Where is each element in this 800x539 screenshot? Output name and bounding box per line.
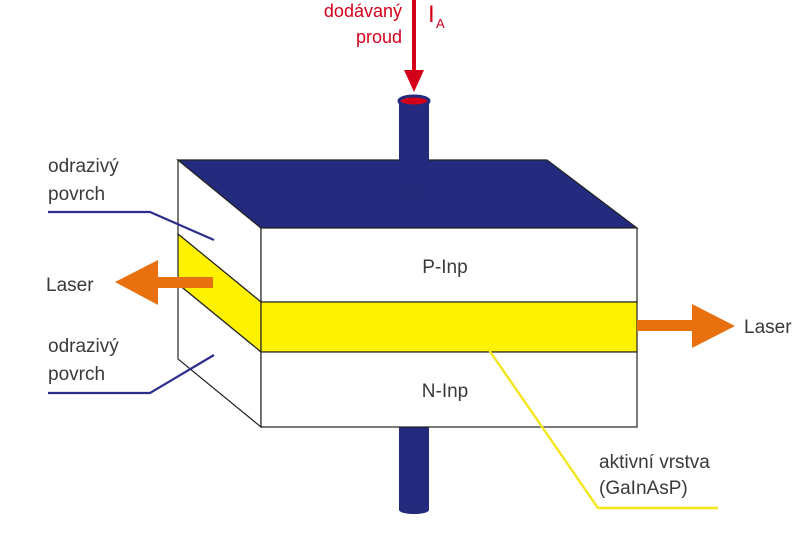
mirror-top-leader bbox=[48, 210, 215, 242]
current-symbol: I bbox=[428, 1, 435, 28]
block-side-face bbox=[177, 158, 262, 429]
laser-arrow-left bbox=[115, 260, 213, 305]
p-layer-label: P-Inp bbox=[422, 257, 467, 278]
laser-left-label: Laser bbox=[46, 275, 94, 296]
top-electrode bbox=[397, 94, 431, 195]
active-layer bbox=[260, 301, 638, 353]
mirror-bottom-label-line1: odrazivý bbox=[48, 336, 119, 357]
laser-arrow-right bbox=[637, 304, 735, 348]
current-arrow bbox=[404, 0, 424, 92]
mirror-bottom-label-line2: povrch bbox=[48, 364, 105, 385]
mirror-top-label-line1: odrazivý bbox=[48, 156, 119, 177]
active-layer-label-line2: (GaInAsP) bbox=[599, 478, 688, 499]
n-layer-label: N-Inp bbox=[422, 381, 468, 402]
block-front-face bbox=[260, 227, 638, 428]
active-layer-label-line1: aktivní vrstva bbox=[599, 452, 710, 473]
p-layer bbox=[260, 227, 638, 303]
current-label-line1: dodávaný bbox=[324, 1, 402, 21]
n-layer bbox=[260, 351, 638, 428]
mirror-bottom-leader bbox=[48, 354, 215, 395]
bottom-electrode bbox=[399, 420, 429, 514]
current-label-line2: proud bbox=[356, 27, 402, 47]
laser-right-label: Laser bbox=[744, 317, 792, 338]
active-layer-leader bbox=[488, 349, 718, 510]
current-symbol-subscript: A bbox=[436, 16, 445, 31]
mirror-top-label-line2: povrch bbox=[48, 184, 105, 205]
